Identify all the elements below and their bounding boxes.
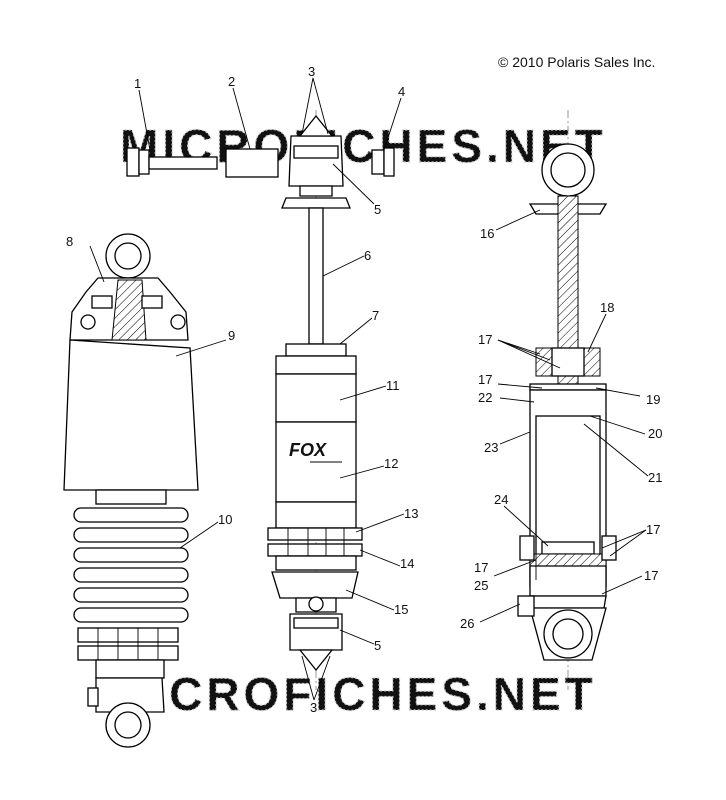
watermark-bottom: MICROFICHES.NET — [110, 668, 597, 720]
callout-24: 24 — [494, 492, 508, 507]
callout-4: 4 — [398, 84, 405, 99]
callout-18: 18 — [600, 300, 614, 315]
callout-1: 1 — [134, 76, 141, 91]
callout-17-b: 17 — [478, 372, 492, 387]
callout-16: 16 — [480, 226, 494, 241]
callout-5-top: 5 — [374, 202, 381, 217]
callout-10: 10 — [218, 512, 232, 527]
callout-17-c: 17 — [646, 522, 660, 537]
callout-22: 22 — [478, 390, 492, 405]
callout-11: 11 — [386, 378, 400, 393]
callout-21: 21 — [648, 470, 662, 485]
callout-3-top: 3 — [308, 64, 315, 79]
callout-14: 14 — [400, 556, 414, 571]
callout-25: 25 — [474, 578, 488, 593]
callout-7: 7 — [372, 308, 379, 323]
lock-nut — [371, 147, 395, 177]
callout-17-e: 17 — [644, 568, 658, 583]
fox-brand-mark: FOX — [289, 440, 327, 460]
callout-labels: 1 2 3 4 5 6 7 8 9 10 11 12 13 14 15 3 5 … — [66, 64, 662, 715]
coil-spring — [73, 489, 189, 623]
callout-5-bottom: 5 — [374, 638, 381, 653]
callout-19: 19 — [646, 392, 660, 407]
bushing-spacer — [225, 148, 279, 178]
leader-lines — [89, 77, 649, 701]
callout-26: 26 — [460, 616, 474, 631]
callout-17-a: 17 — [478, 332, 492, 347]
shock-cutaway-view — [517, 110, 617, 690]
callout-23: 23 — [484, 440, 498, 455]
callout-13: 13 — [404, 506, 418, 521]
callout-3-bottom: 3 — [310, 700, 317, 715]
callout-2: 2 — [228, 74, 235, 89]
shock-body-center: FOX — [267, 110, 363, 690]
callout-12: 12 — [384, 456, 398, 471]
callout-6: 6 — [364, 248, 371, 263]
mounting-bolt — [126, 147, 218, 177]
callout-15: 15 — [394, 602, 408, 617]
callout-8: 8 — [66, 234, 73, 249]
callout-17-d: 17 — [474, 560, 488, 575]
copyright-text: © 2010 Polaris Sales Inc. — [498, 54, 655, 70]
callout-20: 20 — [648, 426, 662, 441]
callout-9: 9 — [228, 328, 235, 343]
complete-shock-with-spring — [63, 233, 199, 748]
